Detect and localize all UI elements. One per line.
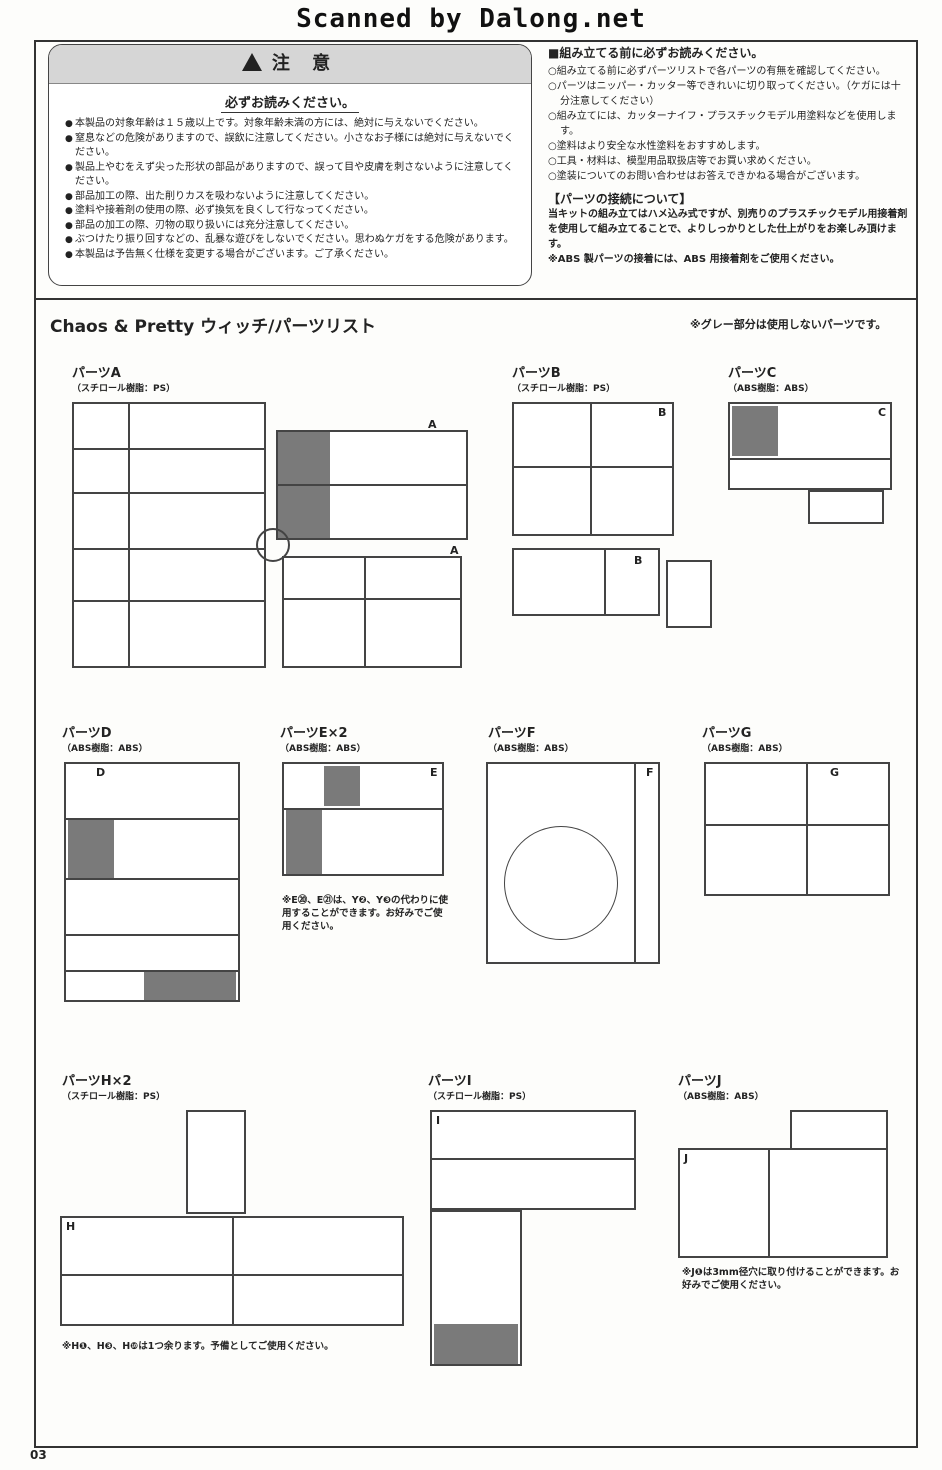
runner-i-lower: [430, 1210, 522, 1366]
page-frame: [34, 40, 918, 1448]
connect-note: ※ABS 製パーツの接着には、ABS 用接着剤をご使用ください。: [548, 254, 840, 265]
note-e: ※E⑳、E㉑は、Y❷、Y❸の代わりに使用することができます。お好みでご使用くださ…: [282, 895, 449, 932]
part-d-label: パーツD （ABS樹脂：ABS）: [62, 726, 148, 754]
runner-gate-ring: [256, 528, 290, 562]
connect-text: 当キットの組み立てはハメ込み式ですが、別売りのプラスチックモデル用接着剤を使用し…: [548, 209, 908, 250]
runner-letter: F: [646, 766, 654, 779]
runner-h-upper: [186, 1110, 246, 1214]
unused-area: [144, 972, 236, 1000]
unused-area: [68, 820, 114, 878]
note-j: ※J❶は3mm径穴に取り付けることができます。お好みでご使用ください。: [682, 1267, 900, 1291]
runner-letter: B: [658, 406, 667, 419]
assembly-info: ■組み立てる前に必ずお読みください。 ○組み立てる前に必ずパーツリストで各パーツ…: [548, 46, 910, 267]
runner-letter: B: [634, 554, 643, 567]
assembly-item: ○パーツはニッパー・カッター等できれいに切り取ってください。（ケガには十分注意し…: [548, 81, 901, 107]
assembly-item: ○塗料はより安全な水性塗料をおすすめします。: [548, 141, 766, 152]
caution-list: 本製品の対象年齢は１５歳以上です。対象年齢未満の方には、絶対に与えないでください…: [49, 117, 531, 262]
runner-j-upper: [790, 1110, 888, 1154]
unused-area: [732, 406, 778, 456]
caution-item: 部品の加工の際、刃物の取り扱いには充分注意してください。: [65, 219, 521, 234]
runner-d: D: [64, 762, 240, 1002]
runner-a-left: [72, 402, 266, 668]
runner-b-upper: B: [512, 402, 674, 536]
caution-subtitle: 必ずお読みください。: [49, 92, 531, 113]
runner-letter: C: [878, 406, 887, 419]
gray-note: ※グレー部分は使用しないパーツです。: [690, 318, 887, 331]
caution-box: 注 意 必ずお読みください。 本製品の対象年齢は１５歳以上です。対象年齢未満の方…: [48, 44, 532, 286]
watermark: Scanned by Dalong.net: [296, 4, 646, 34]
runner-letter: I: [436, 1114, 441, 1127]
runner-a-lower: A: [282, 544, 462, 668]
runner-letter: A: [450, 544, 459, 557]
caution-item: 本製品は予告無く仕様を変更する場合がございます。ご了承ください。: [65, 248, 521, 263]
unused-area: [286, 810, 322, 874]
caution-title: 注 意: [271, 53, 339, 74]
round-base-part: [504, 826, 618, 940]
part-c-label: パーツC （ABS樹脂：ABS）: [728, 366, 814, 394]
runner-h-lower: H: [60, 1216, 404, 1326]
note-h: ※H❶、H❸、H❿は1つ余ります。予備としてご使用ください。: [62, 1341, 334, 1352]
runner-j-lower: J: [678, 1148, 888, 1258]
part-h-label: パーツH×2 （スチロール樹脂：PS）: [62, 1074, 166, 1102]
parts-list-title: Chaos & Pretty ウィッチ/パーツリスト: [50, 317, 377, 337]
assembly-item: ○組み立てる前に必ずパーツリストで各パーツの有無を確認してください。: [548, 66, 886, 77]
unused-area: [434, 1324, 518, 1364]
assembly-item: ○組み立てには、カッターナイフ・プラスチックモデル用塗料などを使用します。: [548, 111, 897, 137]
part-b-label: パーツB （スチロール樹脂：PS）: [512, 366, 616, 394]
part-f-label: パーツF （ABS樹脂：ABS）: [488, 726, 574, 754]
assembly-heading: ■組み立てる前に必ずお読みください。: [548, 46, 764, 60]
connect-heading: 【パーツの接続について】: [548, 192, 692, 206]
part-g-label: パーツG （ABS樹脂：ABS）: [702, 726, 788, 754]
caution-item: 塗料や接着剤の使用の際、必ず換気を良くして行なってください。: [65, 204, 521, 219]
runner-f: F: [486, 762, 660, 964]
runner-letter: A: [428, 418, 437, 431]
runner-letter: H: [66, 1220, 76, 1233]
runner-i-upper: I: [430, 1110, 636, 1210]
part-i-label: パーツI （スチロール樹脂：PS）: [428, 1074, 532, 1102]
part-a-label: パーツA （スチロール樹脂：PS）: [72, 366, 176, 394]
page-number: 03: [30, 1448, 47, 1462]
caution-item: 製品上やむをえず尖った形状の部品がありますので、誤って目や皮膚を刺さないように注…: [65, 161, 521, 190]
part-e-label: パーツE×2 （ABS樹脂：ABS）: [280, 726, 366, 754]
assembly-item: ○塗装についてのお問い合わせはお答えできかねる場合がございます。: [548, 171, 866, 182]
runner-b-side: [666, 560, 712, 628]
runner-letter: E: [430, 766, 438, 779]
unused-area: [324, 766, 360, 806]
runner-c-sub: [808, 490, 884, 524]
assembly-item: ○工具・材料は、模型用品取扱店等でお買い求めください。: [548, 156, 817, 167]
runner-letter: G: [830, 766, 840, 779]
caution-item: 窒息などの危険がありますので、誤飲に注意してください。小さなお子様には絶対に与え…: [65, 132, 521, 161]
runner-letter: J: [684, 1152, 689, 1165]
runner-letter: D: [96, 766, 106, 779]
caution-item: ぶつけたり振り回すなどの、乱暴な遊びをしないでください。思わぬケガをする危険があ…: [65, 233, 521, 248]
caution-header: 注 意: [49, 45, 531, 84]
runner-a-right: A: [276, 418, 468, 540]
runner-e: E: [282, 762, 444, 876]
caution-item: 部品加工の際、出た削りカスを吸わないように注意してください。: [65, 190, 521, 205]
warning-icon: [241, 53, 262, 71]
runner-b-lower: B: [512, 548, 660, 616]
caution-item: 本製品の対象年齢は１５歳以上です。対象年齢未満の方には、絶対に与えないでください…: [65, 117, 521, 132]
runner-c-main: C: [728, 402, 892, 490]
section-divider: [34, 298, 918, 300]
runner-g: G: [704, 762, 890, 896]
part-j-label: パーツJ （ABS樹脂：ABS）: [678, 1074, 764, 1102]
